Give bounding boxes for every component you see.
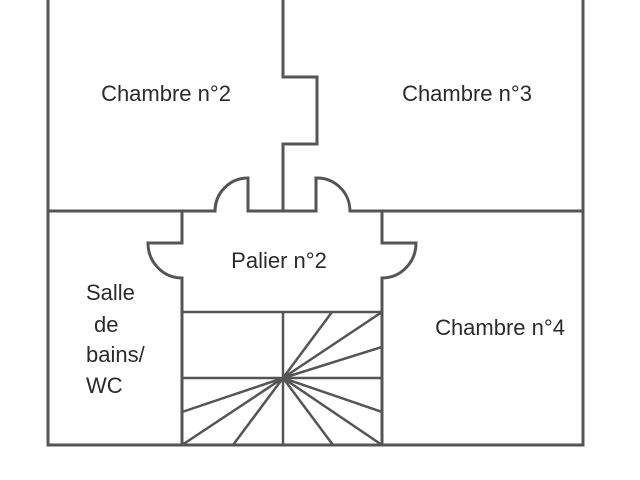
room-label-chambre-4: Chambre n°4 xyxy=(435,315,565,340)
room-label-chambre-2: Chambre n°2 xyxy=(101,81,231,106)
door-right-icon xyxy=(314,176,352,213)
room-label-salle-line-2: de xyxy=(94,312,118,337)
walls xyxy=(46,0,585,447)
room-label-palier: Palier n°2 xyxy=(231,248,327,273)
room-label-salle-line-1: Salle xyxy=(86,280,135,305)
staircase xyxy=(181,310,383,447)
room-label-salle-line-3: bains/ xyxy=(86,342,146,367)
door-left-icon xyxy=(213,176,250,213)
room-label-salle-line-4: WC xyxy=(86,373,123,398)
room-label-chambre-3: Chambre n°3 xyxy=(402,81,532,106)
